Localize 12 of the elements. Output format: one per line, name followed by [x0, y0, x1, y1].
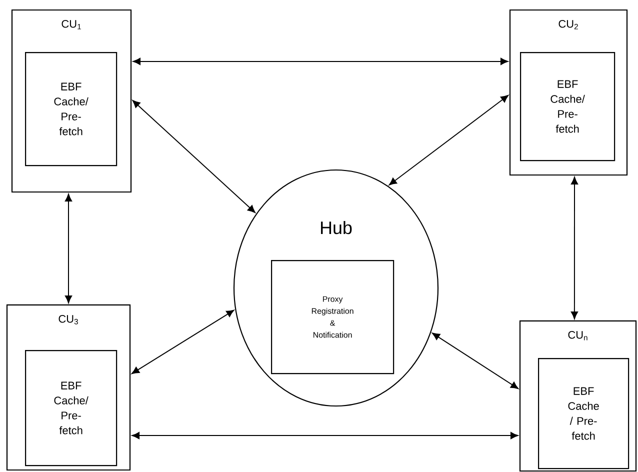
arrow: [388, 95, 509, 186]
arrow: [132, 432, 518, 440]
arrow: [132, 100, 256, 213]
arrow: [132, 58, 508, 65]
arrow: [132, 310, 234, 374]
inner-box: EBF Cache/ Pre-fetch: [520, 52, 616, 162]
inner-box: EBF Cache/ Pre-fetch: [25, 52, 118, 166]
arrow: [570, 176, 578, 320]
inner-box: EBF Cache/ Pre-fetch: [25, 350, 118, 466]
inner-box: EBF Cache / Pre-fetch: [538, 358, 630, 470]
arrow: [432, 332, 518, 389]
arrow: [64, 194, 72, 304]
